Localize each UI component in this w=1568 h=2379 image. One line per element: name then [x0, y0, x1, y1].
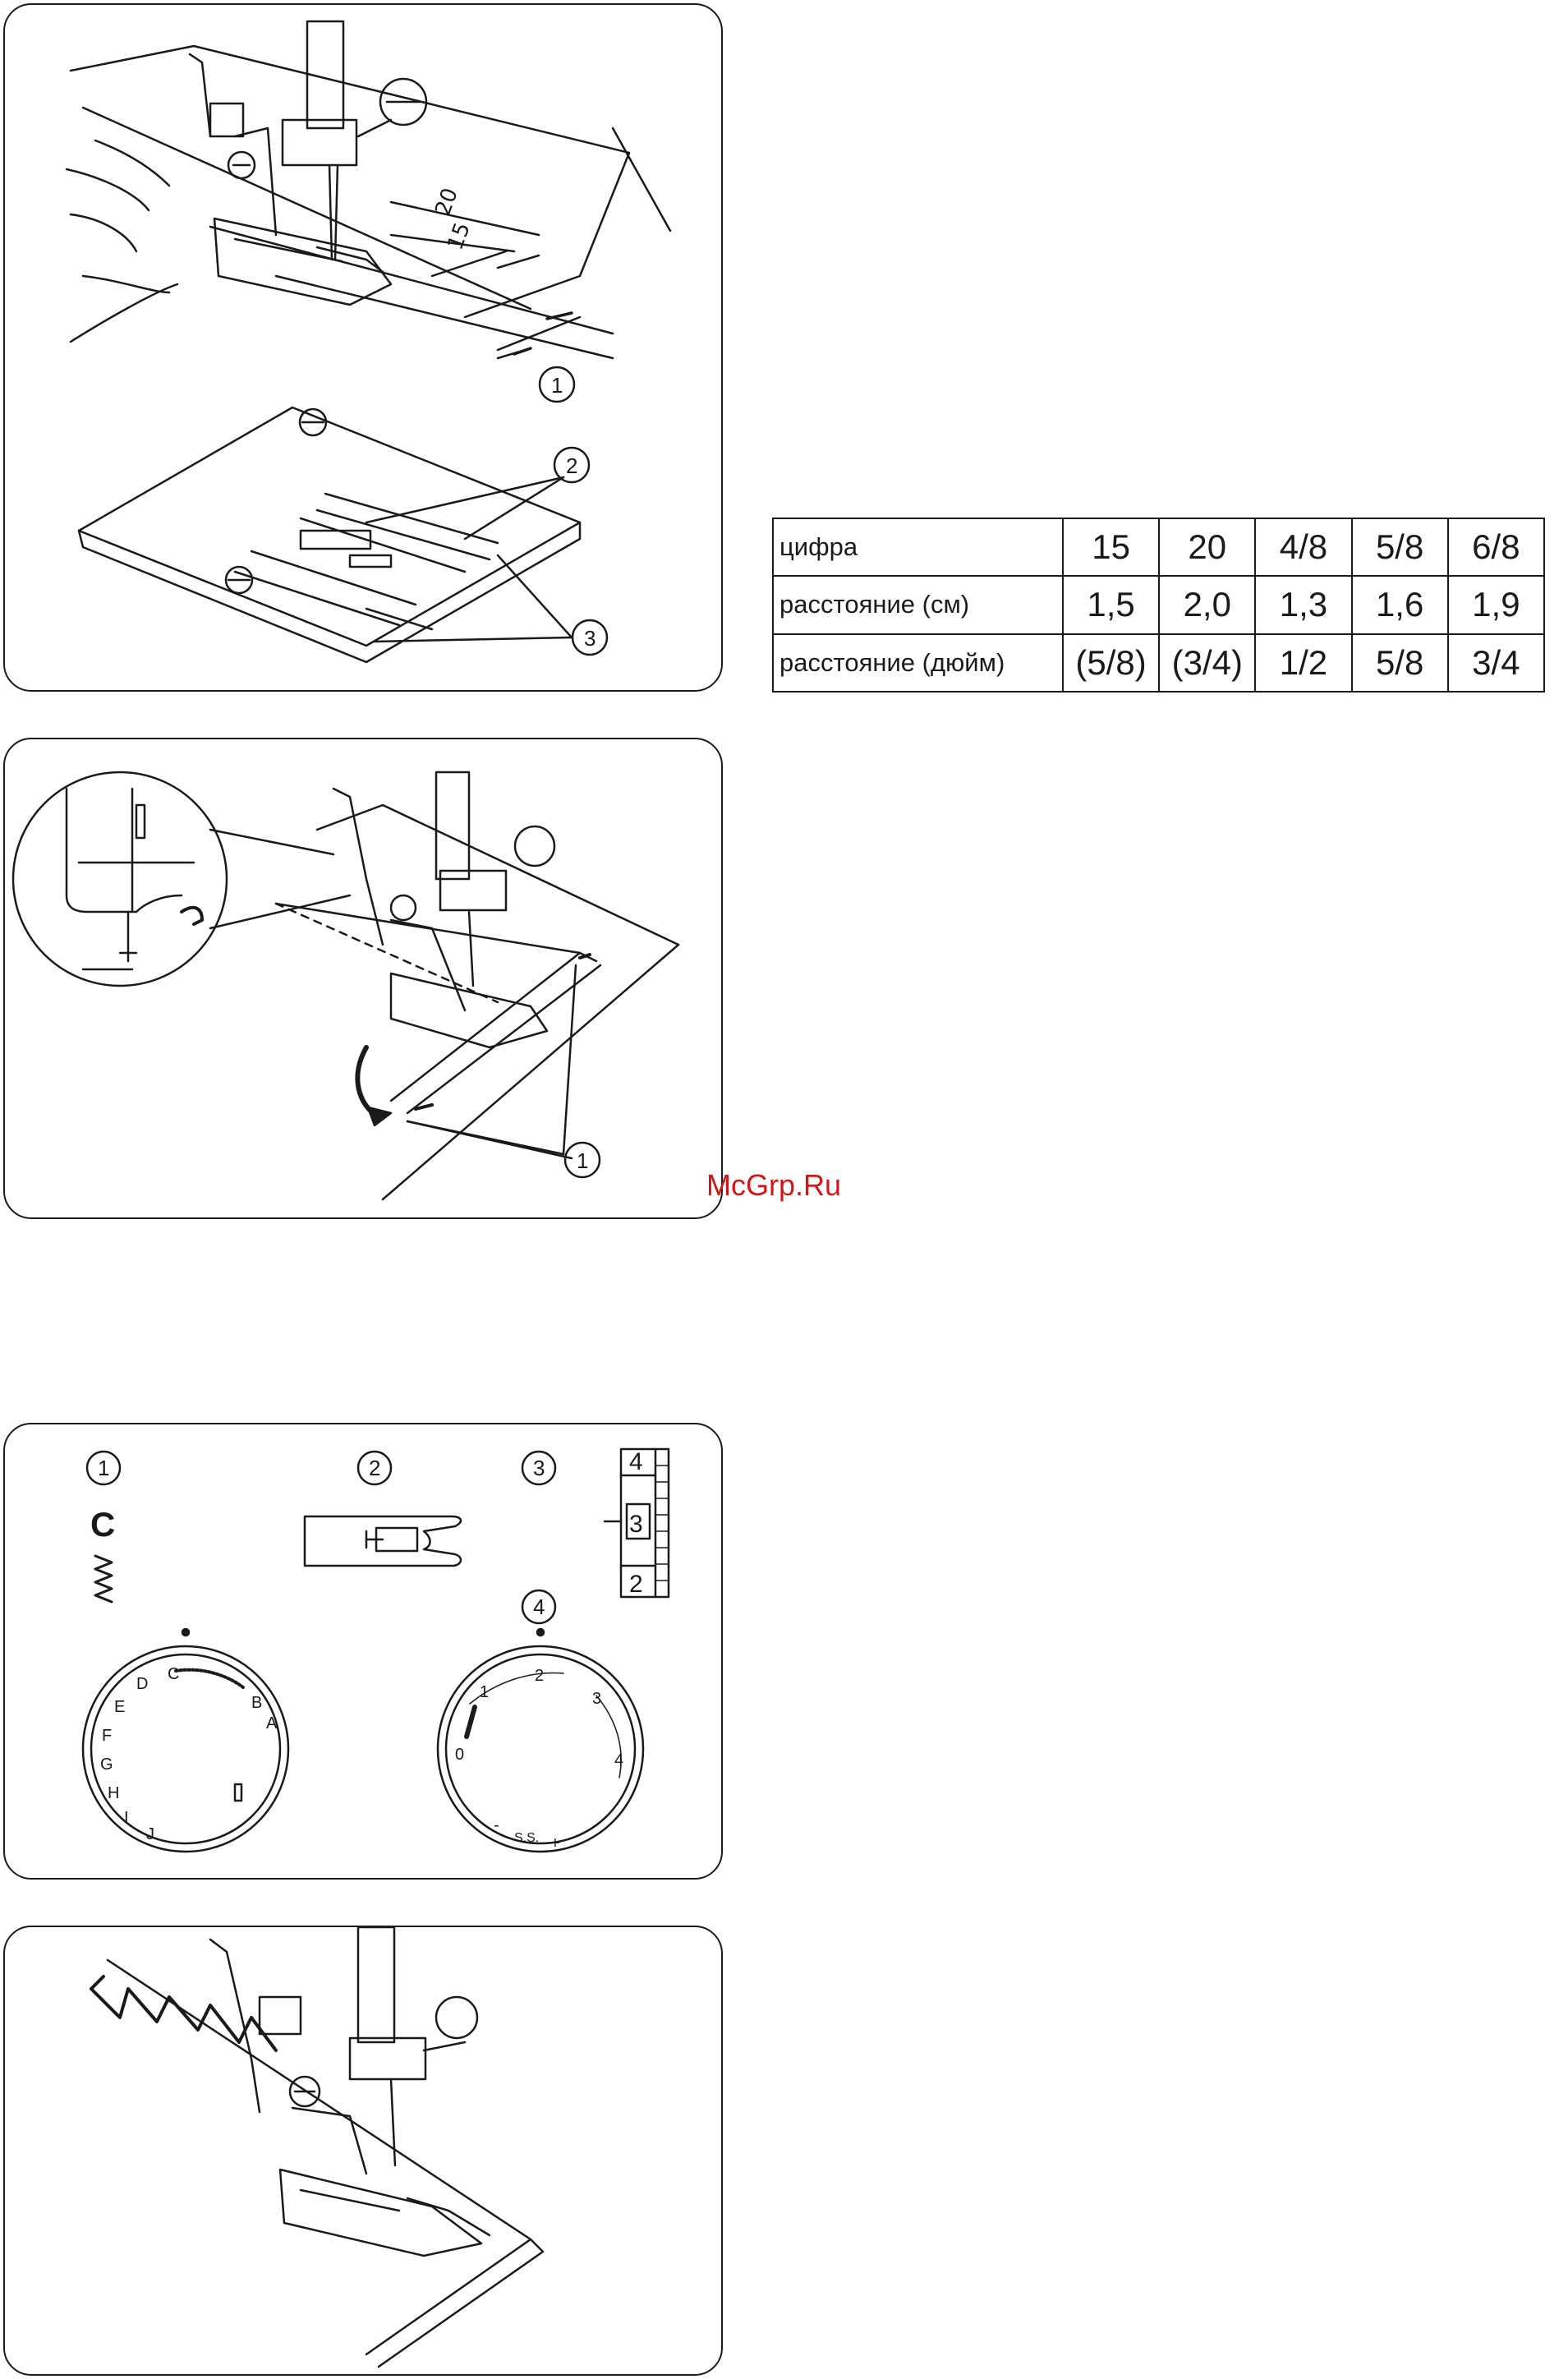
table-cell: 2,0	[1159, 576, 1255, 633]
row-label-distance-cm: расстояние (см)	[773, 576, 1063, 633]
table-cell: 1,3	[1255, 576, 1351, 633]
width-scale-4: 4	[629, 1448, 643, 1475]
seam-guide-drawing: 20 15 ① ② ③ 1 2 3	[5, 5, 723, 692]
table-cell: 5/8	[1352, 634, 1448, 692]
zigzag-edge-drawing	[5, 1927, 723, 2376]
stitch-width-scale: 4 3 2	[605, 1448, 669, 1598]
row-label-number: цифра	[773, 518, 1063, 576]
table-cell: 6/8	[1448, 518, 1544, 576]
svg-text:3: 3	[584, 626, 595, 651]
stitch-settings-panel: 1 2 3 4 ① ② ③ ④ C 4 3 2	[3, 1423, 723, 1880]
dial-letter-g: G	[100, 1755, 113, 1774]
svg-text:1: 1	[98, 1456, 109, 1480]
corner-turning-illustration-panel: ① 1	[3, 738, 723, 1219]
svg-text:2: 2	[369, 1456, 380, 1480]
dial-letter-b: B	[251, 1694, 262, 1712]
table-cell: 1,9	[1448, 576, 1544, 633]
table-cell: 15	[1063, 518, 1159, 576]
zigzag-presser-foot-icon	[305, 1516, 461, 1566]
table-cell: 1,5	[1063, 576, 1159, 633]
pattern-letter: C	[90, 1505, 115, 1544]
length-mark-1: 1	[480, 1683, 489, 1701]
table-cell: 1/2	[1255, 634, 1351, 692]
guide-number-20: 20	[430, 185, 463, 219]
seam-guide-table: цифра 15 20 4/8 5/8 6/8 расстояние (см) …	[772, 518, 1545, 693]
pattern-selector-dial[interactable]: C B A D E F G H I J	[83, 1629, 288, 1852]
dial-letter-e: E	[114, 1698, 125, 1716]
table-row: расстояние (дюйм) (5/8) (3/4) 1/2 5/8 3/…	[773, 634, 1544, 692]
seam-guide-illustration-panel: 20 15 ① ② ③ 1 2 3	[3, 3, 723, 692]
watermark: McGrp.Ru	[706, 1168, 841, 1203]
length-mark-4: 4	[614, 1751, 623, 1769]
svg-text:1: 1	[551, 373, 563, 398]
dial-letter-i: I	[124, 1809, 129, 1827]
svg-text:2: 2	[566, 453, 577, 478]
table-cell: 5/8	[1352, 518, 1448, 576]
dial-letter-a: A	[266, 1714, 278, 1732]
length-mark-minus: -	[494, 1816, 499, 1834]
stitch-settings-drawing: 1 2 3 4 ① ② ③ ④ C 4 3 2	[5, 1424, 723, 1880]
width-scale-3: 3	[629, 1511, 643, 1538]
dial-letter-j: J	[146, 1825, 154, 1843]
length-mark-plus: +	[550, 1834, 560, 1852]
table-cell: (5/8)	[1063, 634, 1159, 692]
svg-text:3: 3	[533, 1456, 545, 1480]
dial-letter-d: D	[136, 1675, 148, 1693]
dial-letter-f: F	[102, 1727, 112, 1745]
length-mark-ss: S.S.	[514, 1831, 539, 1845]
length-mark-0: 0	[455, 1746, 464, 1764]
zigzag-stitch-icon	[95, 1556, 112, 1602]
table-cell: (3/4)	[1159, 634, 1255, 692]
dial-letter-h: H	[108, 1784, 119, 1802]
stitch-length-dial[interactable]: 0 1 2 3 4 S.S. + -	[438, 1629, 643, 1852]
table-cell: 3/4	[1448, 634, 1544, 692]
width-scale-2: 2	[629, 1571, 643, 1598]
table-cell: 4/8	[1255, 518, 1351, 576]
length-mark-3: 3	[592, 1690, 601, 1708]
dial-letter-c: C	[168, 1665, 179, 1683]
zigzag-edge-illustration-panel	[3, 1926, 723, 2376]
guide-number-15: 15	[443, 219, 476, 253]
row-label-distance-inch: расстояние (дюйм)	[773, 634, 1063, 692]
table-row: цифра 15 20 4/8 5/8 6/8	[773, 518, 1544, 576]
length-mark-2: 2	[535, 1667, 544, 1685]
svg-text:1: 1	[577, 1148, 588, 1173]
table-cell: 20	[1159, 518, 1255, 576]
corner-turning-drawing: ① 1	[5, 739, 723, 1219]
svg-text:4: 4	[533, 1594, 545, 1619]
table-row: расстояние (см) 1,5 2,0 1,3 1,6 1,9	[773, 576, 1544, 633]
table-cell: 1,6	[1352, 576, 1448, 633]
